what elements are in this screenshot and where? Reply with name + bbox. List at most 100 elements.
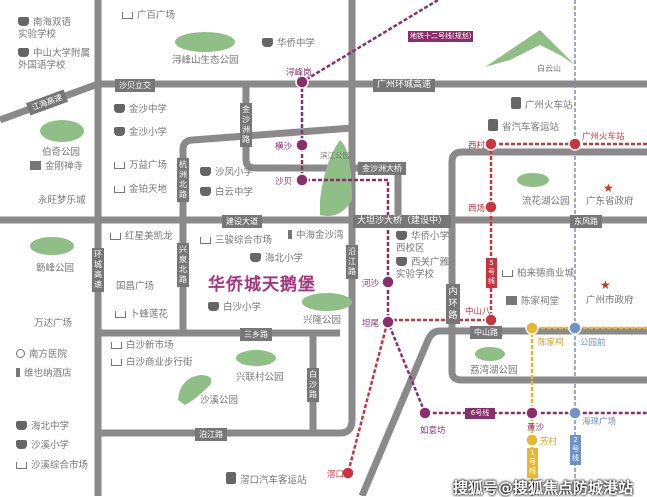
road-hangzhou (179, 124, 353, 333)
poi-shaxi-park: 沙溪公园 (200, 395, 239, 406)
poi-liuhua-park: 流花湖公园 (522, 196, 570, 207)
poi-label: 维也纳酒店 (24, 368, 72, 379)
poi-bolaide: 柏来德商业城 (502, 268, 574, 280)
poi-boqi-park: 伯奇公园 (42, 147, 81, 158)
poi-shaxi-market: 沙溪综合市场 (16, 460, 88, 472)
poi-wanyi: 万益广场 (114, 160, 167, 172)
station-guangzhou-railway: 广州火车站 (582, 132, 625, 142)
poi-baiyun-mountain: 白云山 (537, 64, 561, 73)
poi-provincial-bus: 省汽车客运站 (488, 119, 559, 134)
school-icon (200, 187, 211, 196)
project-title: 华侨城天鹅堡 (208, 275, 316, 295)
poi-haibei-primary: 海北小学 (250, 253, 303, 265)
poi-label: 金铂天地 (129, 184, 168, 195)
poi-label: 沙凤小学 (215, 167, 254, 178)
poi-label: 沙溪小学 (31, 440, 70, 451)
poi-label: 西关广雅 实验学校 (396, 257, 450, 280)
station-xicun: 西村 (468, 141, 486, 151)
poi-zhonghai: 中海金沙湾 (288, 230, 344, 242)
building-icon (288, 230, 292, 239)
poi-label: 海北小学 (265, 253, 304, 264)
school-icon (208, 302, 219, 311)
poi-vienna-hotel: 维也纳酒店 (16, 368, 72, 380)
poi-liwan-park: 荔湾湖公园 (470, 365, 518, 376)
road-label: 内环路 (446, 284, 460, 324)
road-label: 沙贝立交 (115, 79, 155, 92)
road-label: 大坦沙大桥（建设中） (353, 215, 452, 228)
poi-nanfang-hospital: 南方医院 (16, 349, 67, 361)
line-5-badge: 5号线 (486, 258, 497, 288)
poi-xinglian-park: 兴联村公园 (236, 372, 284, 383)
poi-provincial-gov: 广东省政府 (586, 196, 634, 207)
school-icon (396, 257, 407, 266)
station-haizhu-square: 海珠广场 (582, 417, 617, 427)
line-12-planned (301, 0, 439, 84)
poi-baisha-primary: 白沙小学 (208, 302, 261, 314)
poi-xiguan-school: 西关广雅 实验学校 (396, 257, 449, 281)
shopping-cart-icon (111, 342, 122, 349)
hospital-icon (16, 349, 25, 358)
road-label: 广州环城高速 (373, 79, 436, 92)
poi-guochang: 国昌广场 (116, 281, 155, 292)
shopping-cart-icon (16, 462, 27, 469)
poi-jinsha-middle: 金沙中学 (114, 104, 167, 116)
poi-label: 中山大学附属 外国语学校 (18, 48, 91, 71)
road-label: 三乡路 (240, 328, 272, 341)
poi-label: 金沙中学 (129, 104, 168, 115)
poi-label: 陈家祠堂 (521, 296, 560, 307)
poi-redstar: 红星美凯龙 (110, 231, 173, 243)
poi-label: 沙溪综合市场 (31, 460, 89, 471)
shopping-cart-icon (200, 237, 211, 244)
poi-jinbo: 金铂天地 (114, 184, 167, 196)
road-label: 金沙洲大桥 (358, 162, 406, 175)
poi-label: 海北中学 (31, 421, 70, 432)
poi-guangbai: 广百广场 (122, 10, 175, 22)
road-label: 东风路 (570, 215, 602, 228)
station-xunfenggang: 浔峰岗 (286, 68, 312, 78)
line-6 (300, 82, 647, 415)
school-icon (200, 167, 211, 176)
road-label: 中山路 (470, 326, 502, 339)
station-chenjiaci: 陈家祠 (538, 338, 564, 348)
school-icon (262, 38, 273, 47)
school-icon (396, 231, 407, 240)
poi-jingang-temple: 金刚禅寺 (30, 161, 83, 173)
line-1-badge: 1号线 (527, 448, 538, 478)
train-icon (511, 97, 521, 109)
shopping-cart-icon (114, 186, 125, 193)
poi-label: 白云中学 (215, 187, 254, 198)
school-icon (114, 104, 125, 113)
shopping-cart-icon (122, 12, 133, 19)
school-icon (114, 127, 125, 136)
road-zhongshan (358, 327, 647, 496)
road-label: 沿江路 (346, 245, 358, 279)
station-jiaokou: 滘口 (327, 470, 345, 480)
poi-label: 白沙新市场 (126, 340, 174, 351)
line-6-badge: 6号线 (465, 408, 495, 419)
poi-haibei-middle: 海北中学 (16, 421, 69, 433)
poi-xunfeng-park: 浔峰山生态公园 (172, 55, 239, 66)
station-shabei: 沙贝 (275, 177, 293, 187)
poi-railway-station: 广州火车站 (511, 97, 573, 112)
poi-label: 卜蜂莲花 (130, 309, 169, 320)
road-label: 环城高速 (92, 248, 104, 292)
poi-label: 省汽车客运站 (502, 122, 560, 133)
poi-label: 华侨中学 (277, 38, 316, 49)
poi-label: 华侨小学 西校区 (396, 231, 450, 254)
station-dots (295, 75, 582, 480)
poi-city-gov: 广州市政府 (586, 295, 634, 306)
bus-icon (488, 119, 498, 131)
poi-lotus: 卜蜂莲花 (115, 309, 168, 321)
school-icon (18, 17, 29, 26)
bus-icon (226, 472, 236, 484)
poi-jinsha-primary: 金沙小学 (114, 127, 167, 139)
station-zhongshanba: 中山八 (465, 307, 491, 317)
road-yanjiang (98, 0, 356, 437)
station-ruyifang: 如意坊 (420, 426, 446, 436)
temple-icon (30, 161, 41, 170)
poi-label: 白沙小学 (223, 302, 262, 313)
road-label: 兴泉北路 (177, 243, 189, 287)
parks (30, 30, 575, 405)
shopping-cart-icon (115, 311, 126, 318)
